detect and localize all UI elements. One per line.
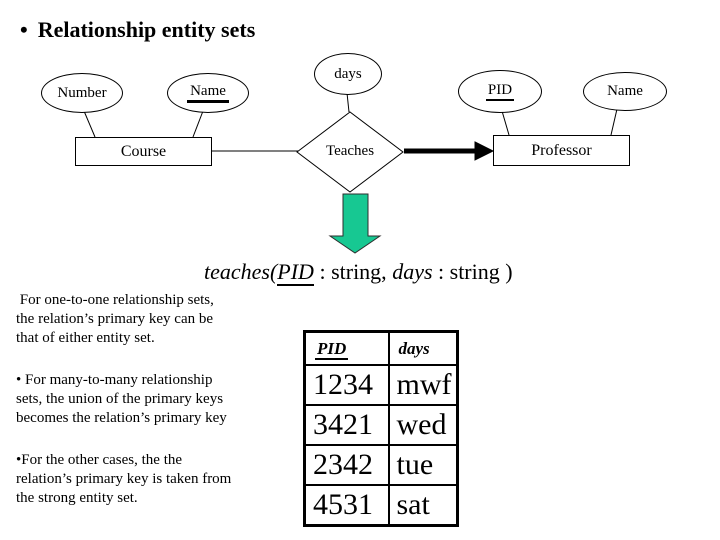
table-row: 1234 mwf (303, 364, 459, 406)
cell-days: wed (387, 404, 459, 446)
relationship-diamond (296, 111, 404, 193)
formula-sep2: : string ) (432, 259, 513, 284)
table-row: 2342 tue (303, 444, 459, 486)
entity-professor: Professor (493, 135, 630, 166)
connector-name-course (192, 110, 204, 138)
attribute-label-days: days (334, 65, 362, 82)
table-header-row: PID days (303, 330, 459, 366)
entity-label-professor: Professor (531, 141, 592, 159)
table-row: 4531 sat (303, 484, 459, 527)
arrow-teaches-professor-head (474, 141, 495, 161)
attribute-ellipse-name-course: Name (167, 73, 249, 113)
formula-name: teaches( (204, 259, 278, 284)
note-line: the relation’s primary key can be (16, 311, 214, 327)
note-line: relation’s primary key is taken from (16, 471, 232, 487)
attribute-ellipse-number: Number (41, 73, 123, 113)
note-other-cases: •For the other cases, the the relation’s… (16, 451, 296, 508)
note-line: For one-to-one relationship sets, (16, 292, 214, 308)
attribute-ellipse-name-professor: Name (583, 72, 667, 111)
relation-schema-formula: teaches(PID : string, days : string ) (204, 259, 513, 286)
entity-course: Course (75, 137, 212, 166)
note-line: •For the other cases, the the (16, 452, 183, 468)
cell-days: mwf (387, 364, 459, 406)
connector-name-professor (610, 108, 618, 136)
note-line: becomes the relation’s primary key (16, 410, 227, 426)
attribute-label-name-professor: Name (607, 83, 643, 99)
bullet-icon: • (20, 17, 28, 42)
connector-number-course (83, 110, 96, 138)
down-block-arrow-icon (328, 193, 382, 254)
attribute-label-number: Number (57, 84, 107, 101)
cell-pid: 2342 (303, 444, 390, 486)
slide-title: • Relationship entity sets (20, 17, 255, 43)
relation-table: PID days 1234 mwf 3421 wed 2342 tue 4531… (303, 330, 459, 527)
cell-pid: 3421 (303, 404, 390, 446)
attribute-label-name-course: Name (187, 83, 229, 103)
cell-pid: 4531 (303, 484, 390, 527)
connector-days-teaches (346, 92, 350, 113)
formula-pid: PID (277, 259, 314, 286)
notes-column: For one-to-one relationship sets, the re… (16, 291, 296, 531)
note-line: that of either entity set. (16, 330, 155, 346)
note-line: sets, the union of the primary keys (16, 391, 224, 407)
formula-days: days (392, 259, 433, 284)
note-one-to-one: For one-to-one relationship sets, the re… (16, 291, 296, 348)
table-header-pid-label: PID (315, 338, 349, 360)
cell-pid: 1234 (303, 364, 390, 406)
table-header-days: days (387, 330, 459, 366)
cell-days: tue (387, 444, 459, 486)
table-header-pid: PID (303, 330, 390, 366)
relationship-label-teaches: Teaches (325, 143, 375, 159)
attribute-ellipse-pid: PID (458, 70, 542, 113)
table-row: 3421 wed (303, 404, 459, 446)
note-line: the strong entity set. (16, 490, 138, 506)
note-many-to-many: • For many-to-many relationship sets, th… (16, 371, 296, 428)
attribute-label-pid: PID (485, 82, 515, 101)
cell-days: sat (387, 484, 459, 527)
entity-label-course: Course (120, 142, 167, 160)
note-line: • For many-to-many relationship (16, 372, 213, 388)
connector-pid-professor (501, 110, 510, 136)
attribute-ellipse-days: days (314, 53, 382, 95)
slide-title-label: Relationship entity sets (37, 17, 256, 42)
formula-sep1: : string, (313, 259, 393, 284)
